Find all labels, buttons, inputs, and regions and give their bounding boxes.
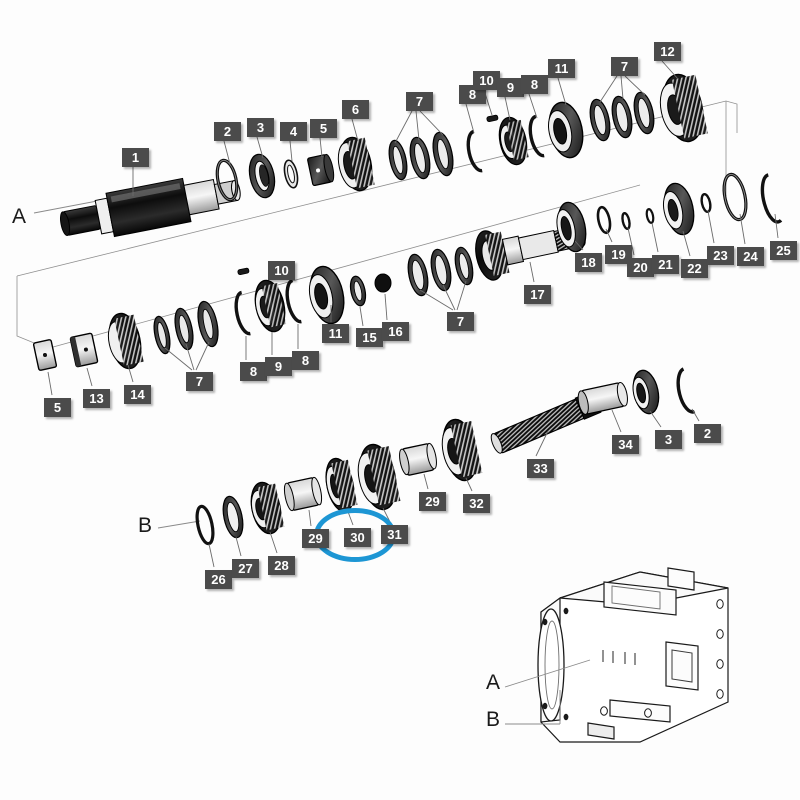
callout-2[interactable]: 2 <box>214 122 241 141</box>
row4-artwork <box>157 367 700 568</box>
section-marker-a-housing: A <box>486 671 501 694</box>
callout-20[interactable]: 20 <box>627 258 654 277</box>
callout-7-row3[interactable]: 7 <box>186 372 213 391</box>
callout-27[interactable]: 27 <box>232 559 259 578</box>
callout-32[interactable]: 32 <box>463 494 490 513</box>
callout-8-row3-a[interactable]: 8 <box>240 362 267 381</box>
callout-4[interactable]: 4 <box>280 122 307 141</box>
transmission-housing-artwork <box>504 567 729 743</box>
callout-24[interactable]: 24 <box>737 247 764 266</box>
section-marker-b-bottom: B <box>138 514 153 537</box>
callout-22[interactable]: 22 <box>681 259 708 278</box>
row3-artwork <box>32 246 474 396</box>
callout-9-row1[interactable]: 9 <box>497 78 524 97</box>
callout-7-row1-b[interactable]: 7 <box>611 57 638 76</box>
row2-artwork <box>475 172 783 283</box>
callout-8-row3-b[interactable]: 8 <box>292 351 319 370</box>
callout-25[interactable]: 25 <box>770 241 797 260</box>
callout-5-row3[interactable]: 5 <box>44 398 71 417</box>
callout-16[interactable]: 16 <box>382 322 409 341</box>
callout-7-row3-b[interactable]: 7 <box>447 312 474 331</box>
callout-23[interactable]: 23 <box>707 246 734 265</box>
section-marker-a-top: A <box>12 205 27 228</box>
callout-28[interactable]: 28 <box>268 556 295 575</box>
callout-8-row1-b[interactable]: 8 <box>521 75 548 94</box>
callout-7-row1[interactable]: 7 <box>406 92 433 111</box>
callout-33[interactable]: 33 <box>527 459 554 478</box>
row1-artwork <box>33 60 708 238</box>
callout-3-row4[interactable]: 3 <box>655 430 682 449</box>
callout-10-row3[interactable]: 10 <box>268 261 295 280</box>
callout-9-row3[interactable]: 9 <box>265 357 292 376</box>
callout-6[interactable]: 6 <box>342 100 369 119</box>
callout-13[interactable]: 13 <box>83 389 110 408</box>
callout-10-row1[interactable]: 10 <box>473 71 500 90</box>
callout-5[interactable]: 5 <box>310 119 337 138</box>
section-marker-b-housing: B <box>486 708 501 731</box>
callout-3[interactable]: 3 <box>247 118 274 137</box>
callout-29-b[interactable]: 29 <box>419 492 446 511</box>
callout-11-row3[interactable]: 11 <box>322 324 349 343</box>
callout-1[interactable]: 1 <box>122 148 149 167</box>
callout-26[interactable]: 26 <box>205 570 232 589</box>
callout-2-row4[interactable]: 2 <box>694 424 721 443</box>
callout-31[interactable]: 31 <box>381 525 408 544</box>
callout-17[interactable]: 17 <box>524 285 551 304</box>
callout-34[interactable]: 34 <box>612 435 639 454</box>
callout-18[interactable]: 18 <box>575 253 602 272</box>
callout-11-row1[interactable]: 11 <box>548 59 575 78</box>
callout-29-a[interactable]: 29 <box>302 529 329 548</box>
callout-15[interactable]: 15 <box>356 328 383 347</box>
callout-19[interactable]: 19 <box>605 245 632 264</box>
callout-21[interactable]: 21 <box>652 255 679 274</box>
callout-14[interactable]: 14 <box>124 385 151 404</box>
callout-12[interactable]: 12 <box>654 42 681 61</box>
callout-30[interactable]: 30 <box>344 528 371 547</box>
